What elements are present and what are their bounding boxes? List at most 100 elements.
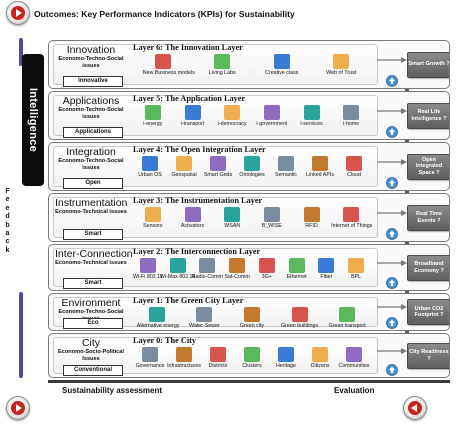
item-label: Citizens <box>310 363 330 369</box>
layer-panel <box>53 95 378 136</box>
layer-item: New Business models <box>143 54 195 76</box>
forward-button[interactable] <box>6 396 30 420</box>
layer-item: Sensors <box>133 207 173 229</box>
footer-right: Evaluation <box>334 386 375 395</box>
outcome-box[interactable]: Real Life Intelligence ? <box>407 102 449 129</box>
item-icon <box>303 105 320 120</box>
layer-issues: Economo-Technical issues <box>55 209 127 215</box>
item-label: Cloud <box>347 172 361 178</box>
next-button[interactable] <box>6 1 30 25</box>
layer-item: Web of Trust <box>321 54 361 76</box>
arrow-right-icon <box>377 158 407 165</box>
item-label: Sensors <box>143 223 163 229</box>
item-icon <box>263 207 280 222</box>
outcome-box[interactable]: Real Time Events ? <box>407 204 449 231</box>
item-icon <box>142 347 158 362</box>
outcome-box[interactable]: Open integrated Space ? <box>407 153 449 180</box>
layer-tag: Applications <box>63 127 123 138</box>
layer-item: i-services <box>292 105 332 127</box>
item-label: i-democracy <box>217 121 247 127</box>
layer-item: Green buildings <box>280 307 320 329</box>
item-icon <box>339 307 356 322</box>
layer-item: Activators <box>173 207 213 229</box>
layer-tag: Eco <box>63 318 123 329</box>
home-arrow-icon[interactable] <box>386 277 398 289</box>
outcome-box[interactable]: Broadband Economy ? <box>407 254 449 281</box>
home-arrow-icon[interactable] <box>386 364 398 376</box>
layer-issues: Economo-Technical issues <box>55 260 127 266</box>
layer-item: Citizens <box>300 347 340 369</box>
item-icon <box>224 207 241 222</box>
layer-item: Alternative energy <box>136 307 180 329</box>
layer-tag: Innovative <box>63 76 123 87</box>
item-label: i-energy <box>143 121 163 127</box>
outcome-text: City Readiness ? <box>409 349 449 362</box>
layer-name: Inter-Connection <box>55 248 133 260</box>
layer-tag: Smart <box>63 278 123 289</box>
item-icon <box>343 105 360 120</box>
play-right-icon <box>11 6 25 20</box>
layer-tag: Open <box>63 178 123 189</box>
outcome-box[interactable]: Urban CO2 Footprint ? <box>407 299 449 325</box>
item-label: Infrastructures <box>167 363 201 369</box>
layer-item: Wi-Max 802.16 <box>158 258 198 280</box>
item-icon <box>224 105 241 120</box>
layer-issues: Economo-Techno-Social issues <box>58 107 124 120</box>
home-arrow-icon[interactable] <box>386 228 398 240</box>
item-label: Web of Trust <box>326 70 357 76</box>
layer-item: Urban OS <box>130 156 170 178</box>
layer-item: B_WISE <box>252 207 292 229</box>
home-arrow-icon[interactable] <box>386 75 398 87</box>
layer-heading: Layer 3: The Instrumentation Layer <box>133 196 263 205</box>
item-icon <box>144 105 161 120</box>
feedback-letter: d <box>5 213 10 221</box>
item-icon <box>139 258 156 273</box>
layer-item: Geospatial <box>164 156 204 178</box>
item-label: Governance <box>135 363 165 369</box>
feedback-letter: e <box>5 196 10 204</box>
item-icon <box>346 156 362 171</box>
outcome-text: Smart Growth ? <box>408 61 450 68</box>
item-icon <box>273 54 290 69</box>
item-icon <box>244 307 260 322</box>
item-label: i-government <box>256 121 288 127</box>
home-arrow-icon[interactable] <box>386 126 398 138</box>
item-icon <box>210 347 226 362</box>
item-icon <box>278 347 294 362</box>
layer-name: Applications <box>62 95 120 107</box>
item-icon <box>278 156 294 171</box>
item-label: Geospatial <box>171 172 197 178</box>
layer-heading: Layer 1: The Green City Layer <box>133 296 244 305</box>
item-label: Living Labs <box>208 70 236 76</box>
item-label: Urban OS <box>138 172 162 178</box>
item-icon <box>343 207 360 222</box>
outcome-text: Broadband Economy ? <box>414 261 444 274</box>
feedback-letter: k <box>5 246 10 254</box>
item-label: Alternative energy <box>136 323 180 329</box>
item-label: Activators <box>180 223 205 229</box>
item-icon <box>169 258 186 273</box>
back-button[interactable] <box>403 396 427 420</box>
layer-item: WSAN <box>212 207 252 229</box>
layer-item: Water-Sewer <box>184 307 224 329</box>
item-icon <box>154 54 171 69</box>
item-label: Internet of Things <box>331 223 373 229</box>
item-icon <box>318 258 335 273</box>
outcome-box[interactable]: Smart Growth ? <box>407 51 450 78</box>
layer-issues: Economo-Techno-Social issues <box>58 158 124 171</box>
arrow-right-icon <box>377 259 407 266</box>
layer-item: Wi-Fi 802.11 <box>128 258 168 280</box>
home-arrow-icon[interactable] <box>386 177 398 189</box>
feedback-letter: F <box>5 188 10 195</box>
layer-heading: Layer 0: The City <box>133 336 197 345</box>
layer-issues: Economo-Techno-Social issues <box>58 56 124 69</box>
home-arrow-icon[interactable] <box>386 317 398 329</box>
outcome-box[interactable]: City Readiness ? <box>407 342 449 369</box>
item-label: i-transport <box>180 121 205 127</box>
item-icon <box>184 105 201 120</box>
